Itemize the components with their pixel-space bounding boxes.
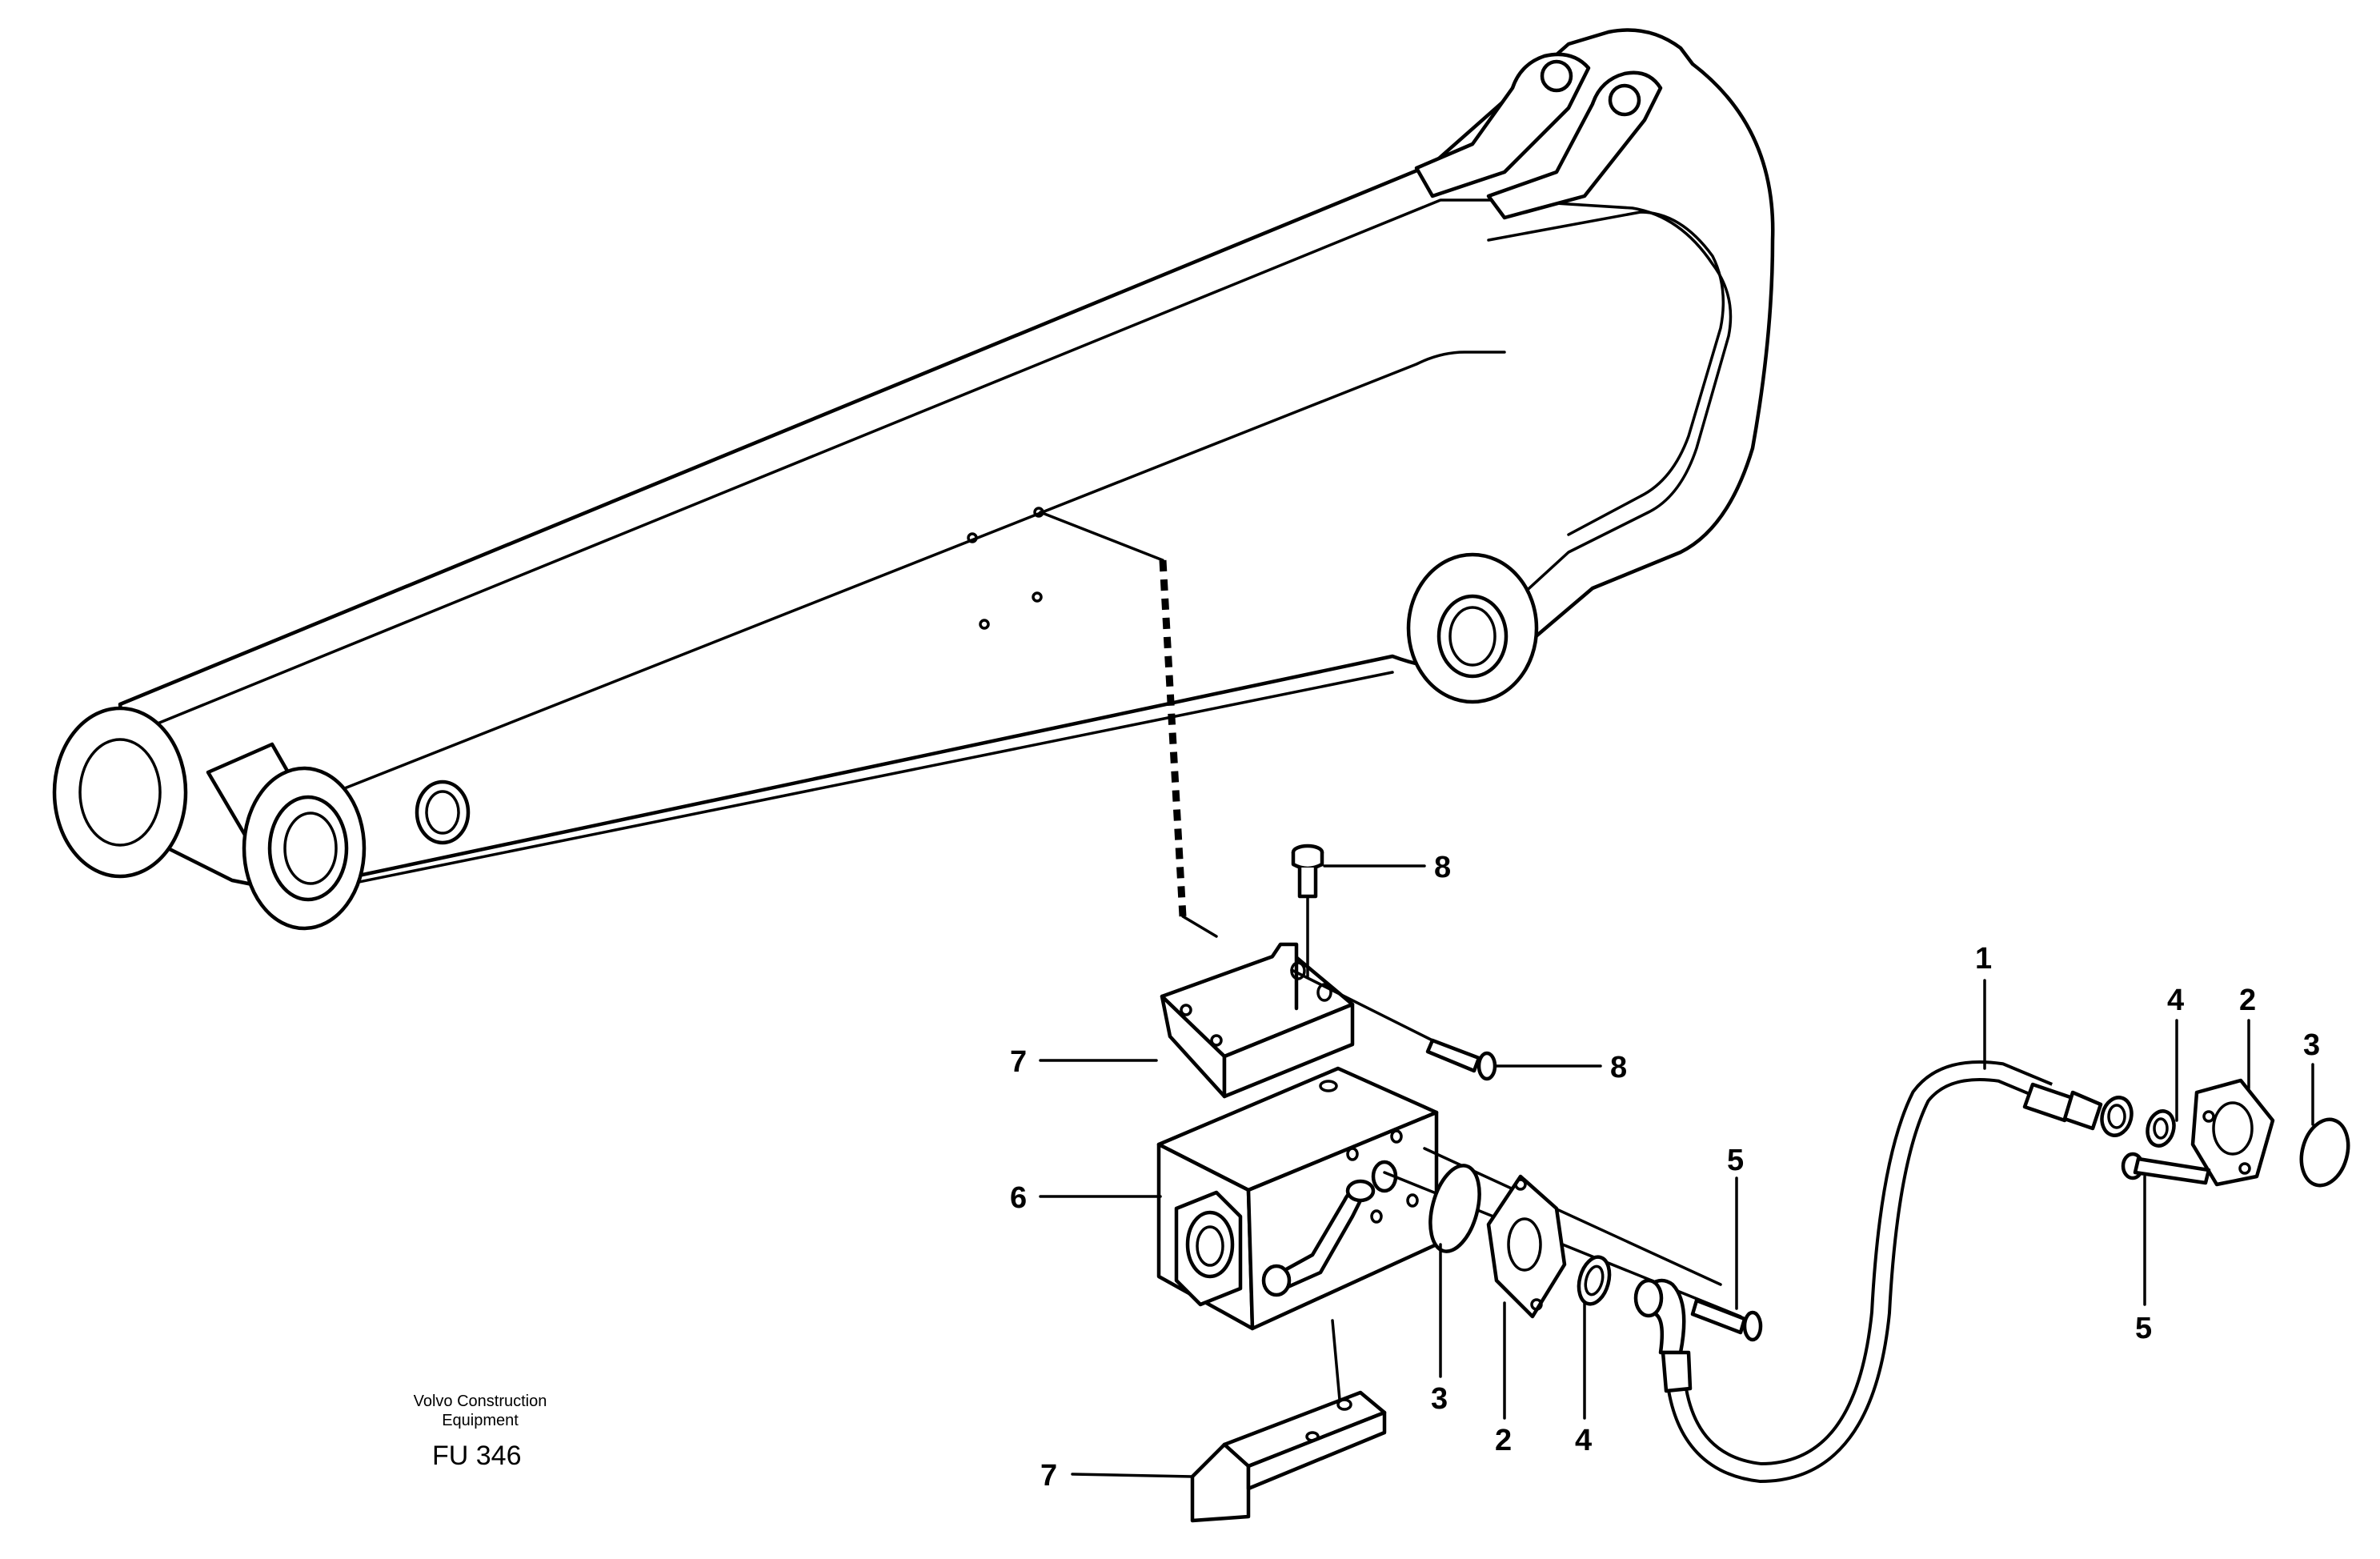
mounting-path: [1159, 559, 1187, 917]
credit-line-1: Volvo Construction: [414, 1393, 547, 1410]
flange-end: [2190, 1078, 2275, 1187]
bolt-vertical: [1291, 844, 1324, 978]
credit-line-2: Equipment: [442, 1412, 519, 1429]
screw-valve: [1690, 1298, 1763, 1342]
bracket-lower: [1190, 1390, 1387, 1523]
flange-valve: [1486, 1174, 1567, 1319]
callout-oring-end: 3: [2303, 1028, 2320, 1062]
callout-valve-block: 6: [1010, 1181, 1027, 1215]
seal-end: [2100, 1096, 2134, 1137]
valve-block: [1156, 1066, 1439, 1410]
callout-flange-end: 2: [2239, 984, 2256, 1017]
boom-arm: [52, 28, 1775, 931]
callout-bolt-vertical: 8: [1434, 851, 1451, 884]
figure-code: FU 346: [432, 1441, 522, 1471]
oring-end: [2299, 1117, 2350, 1188]
callout-hose: 1: [1975, 942, 1992, 976]
oring-valve: [1428, 1164, 1481, 1253]
hose-fitting-elbow: [1633, 1278, 1686, 1355]
hose: [1661, 1060, 2103, 1484]
screw-end: [2121, 1152, 2211, 1185]
callout-seal-valve: 4: [1575, 1424, 1592, 1457]
callout-screw-end: 5: [2135, 1312, 2152, 1345]
callout-bracket-upper: 7: [1010, 1045, 1027, 1079]
callout-seal-end: 4: [2167, 984, 2184, 1017]
seal-valve: [1577, 1255, 1612, 1306]
bolt-horizontal: [1290, 968, 1497, 1081]
callout-flange-valve: 2: [1495, 1424, 1512, 1457]
callout-bracket-lower: 7: [1040, 1459, 1057, 1493]
callout-screw-valve: 5: [1727, 1144, 1744, 1177]
callout-oring-valve: 3: [1431, 1382, 1448, 1416]
callout-bolt-horizontal: 8: [1610, 1051, 1627, 1084]
ring-end: [2146, 1109, 2176, 1148]
